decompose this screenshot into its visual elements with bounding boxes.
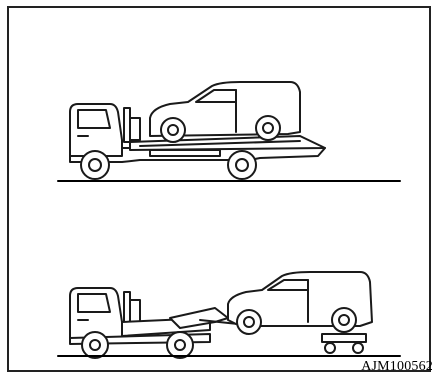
- underlift-arm: [170, 308, 228, 328]
- carried-car-rear-wheel: [256, 116, 280, 140]
- cab-window: [78, 110, 110, 128]
- truck-rear-wheel: [228, 151, 256, 179]
- truck-front-wheel-2: [82, 332, 108, 358]
- winch-tower: [130, 118, 140, 140]
- towed-car-front-wheel: [237, 310, 261, 334]
- wheel-lift-tow-with-dolly: [58, 272, 400, 358]
- towed-car-rear-wheel: [332, 308, 356, 332]
- truck-rear-wheel-2: [167, 332, 193, 358]
- carried-car-front-wheel: [161, 118, 185, 142]
- truck-front-wheel: [81, 151, 109, 179]
- cab-window-2: [78, 294, 110, 312]
- deck-support: [150, 150, 220, 156]
- dolly-wheel-right: [353, 343, 363, 353]
- flatbed-tow-truck: [58, 82, 400, 181]
- dolly-wheel-left: [325, 343, 335, 353]
- tow-dolly: [322, 334, 366, 342]
- figure-code: AJM100562: [361, 359, 433, 375]
